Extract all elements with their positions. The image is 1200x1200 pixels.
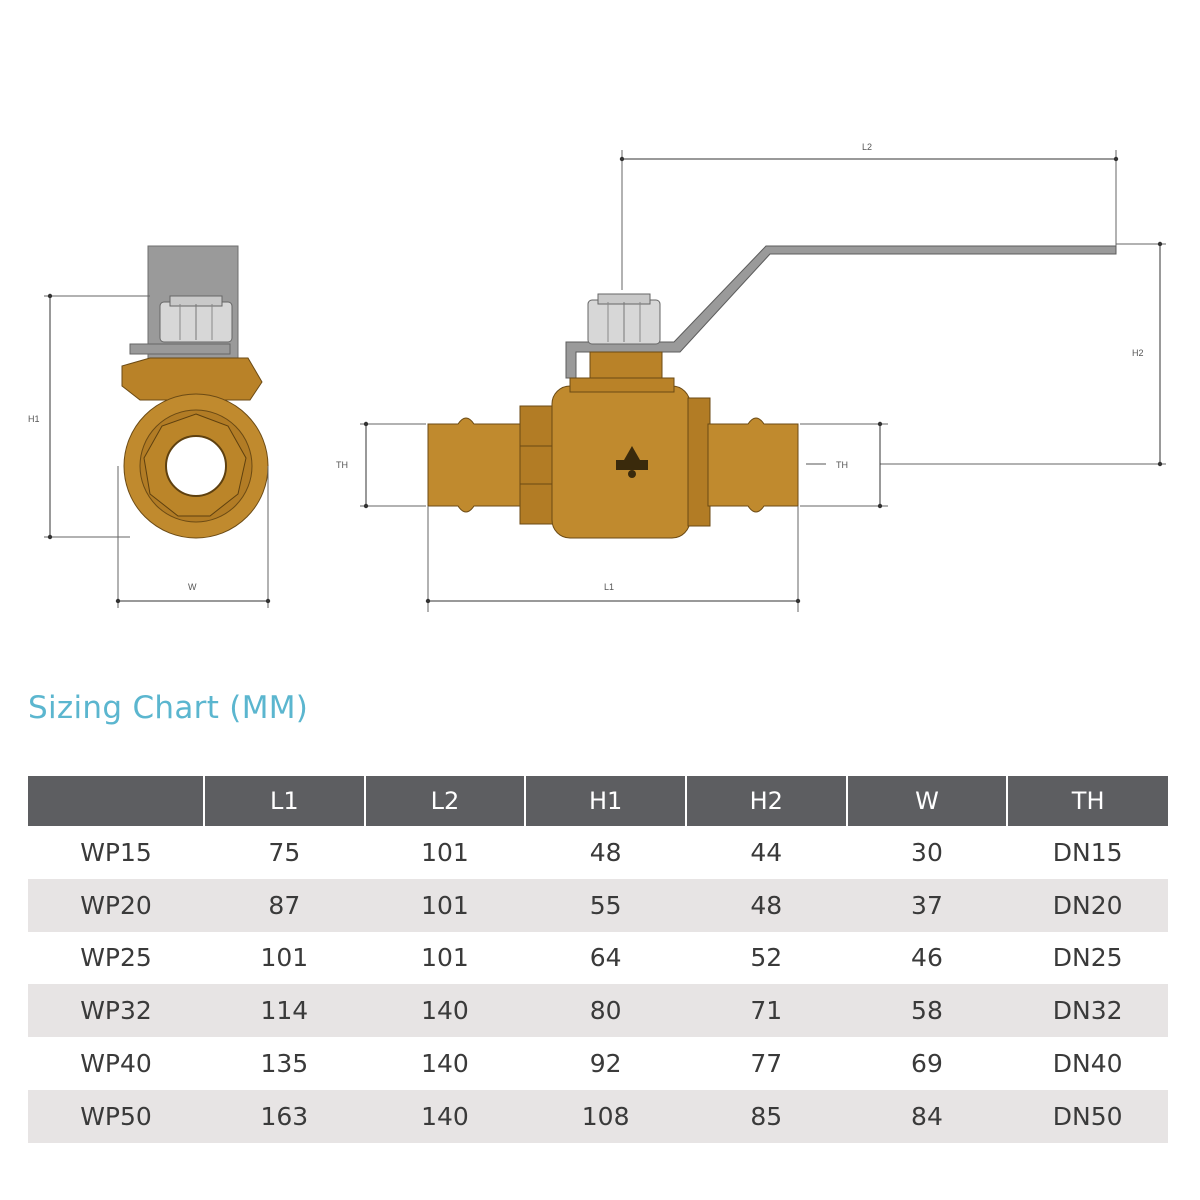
table-row: WP25 101 101 64 52 46 DN25 [28,932,1168,985]
front-view: H1 W [28,245,271,608]
table-cell: 101 [421,837,469,867]
table-cell: 37 [846,878,1008,932]
table-cell: 77 [750,1049,783,1079]
table-cell: 80 [525,984,686,1038]
table-cell: DN20 [1007,878,1168,932]
l1-label: L1 [604,582,614,592]
model-cell: WP32 [28,984,204,1038]
table-header-cell: L1 [203,776,365,826]
table-cell: 84 [846,1089,1008,1143]
model-cell: WP40 [80,1049,152,1079]
table-cell: DN50 [1007,1089,1168,1143]
table-row: WP40 135 140 92 77 69 DN40 [28,1037,1168,1090]
table-cell: 48 [685,878,847,932]
table-cell: 101 [260,943,309,973]
table-header-cell: L2 [363,776,526,826]
table-cell: DN40 [1052,1049,1123,1079]
table-cell: 46 [911,943,943,973]
table-cell: 140 [364,1089,526,1143]
table-cell: 75 [268,837,301,867]
h2-label: H2 [1132,348,1144,358]
th-left-label: TH [336,460,348,470]
model-cell: WP25 [80,943,152,973]
table-cell: 30 [911,837,943,867]
table-cell: DN32 [1007,984,1168,1038]
table-cell: 92 [589,1049,622,1079]
table-row: WP15 75 101 48 44 30 DN15 [28,826,1168,879]
w-label: W [188,582,197,592]
table-cell: 135 [260,1049,309,1079]
model-cell: WP50 [28,1089,204,1143]
table-cell: 140 [364,984,526,1038]
table-cell: DN25 [1052,943,1123,973]
table-cell: 55 [525,878,686,932]
table-cell: 52 [750,943,783,973]
table-cell: 58 [846,984,1008,1038]
table-cell: 108 [525,1089,686,1143]
table-cell: 71 [685,984,847,1038]
table-cell: 48 [589,837,622,867]
table-cell: 114 [204,984,365,1038]
table-cell: 85 [685,1089,847,1143]
table-header-cell: H1 [524,776,686,826]
table-header-cell: TH [1006,776,1168,826]
th-right-label: TH [836,460,848,470]
h1-label: H1 [28,414,40,424]
table-cell: 140 [421,1049,469,1079]
model-cell: WP20 [28,878,204,932]
front-bore [165,435,227,497]
table-header-cell: W [845,776,1008,826]
model-cell: WP15 [80,837,152,867]
table-cell: 101 [421,943,469,973]
table-cell: 64 [589,943,622,973]
table-cell: 87 [204,878,365,932]
table-cell: 163 [204,1089,365,1143]
table-cell: 69 [911,1049,943,1079]
l2-label: L2 [862,142,872,152]
table-header-cell: H2 [684,776,847,826]
side-view: L2 H2 TH TH L1 [336,142,1166,612]
table-header-cell [28,776,204,826]
sizing-chart-title: Sizing Chart (MM) [28,690,309,726]
table-cell: 101 [364,878,526,932]
table-cell: 44 [750,837,783,867]
table-cell: DN15 [1052,837,1123,867]
valve-diagram: H1 W L2 [28,142,1166,612]
